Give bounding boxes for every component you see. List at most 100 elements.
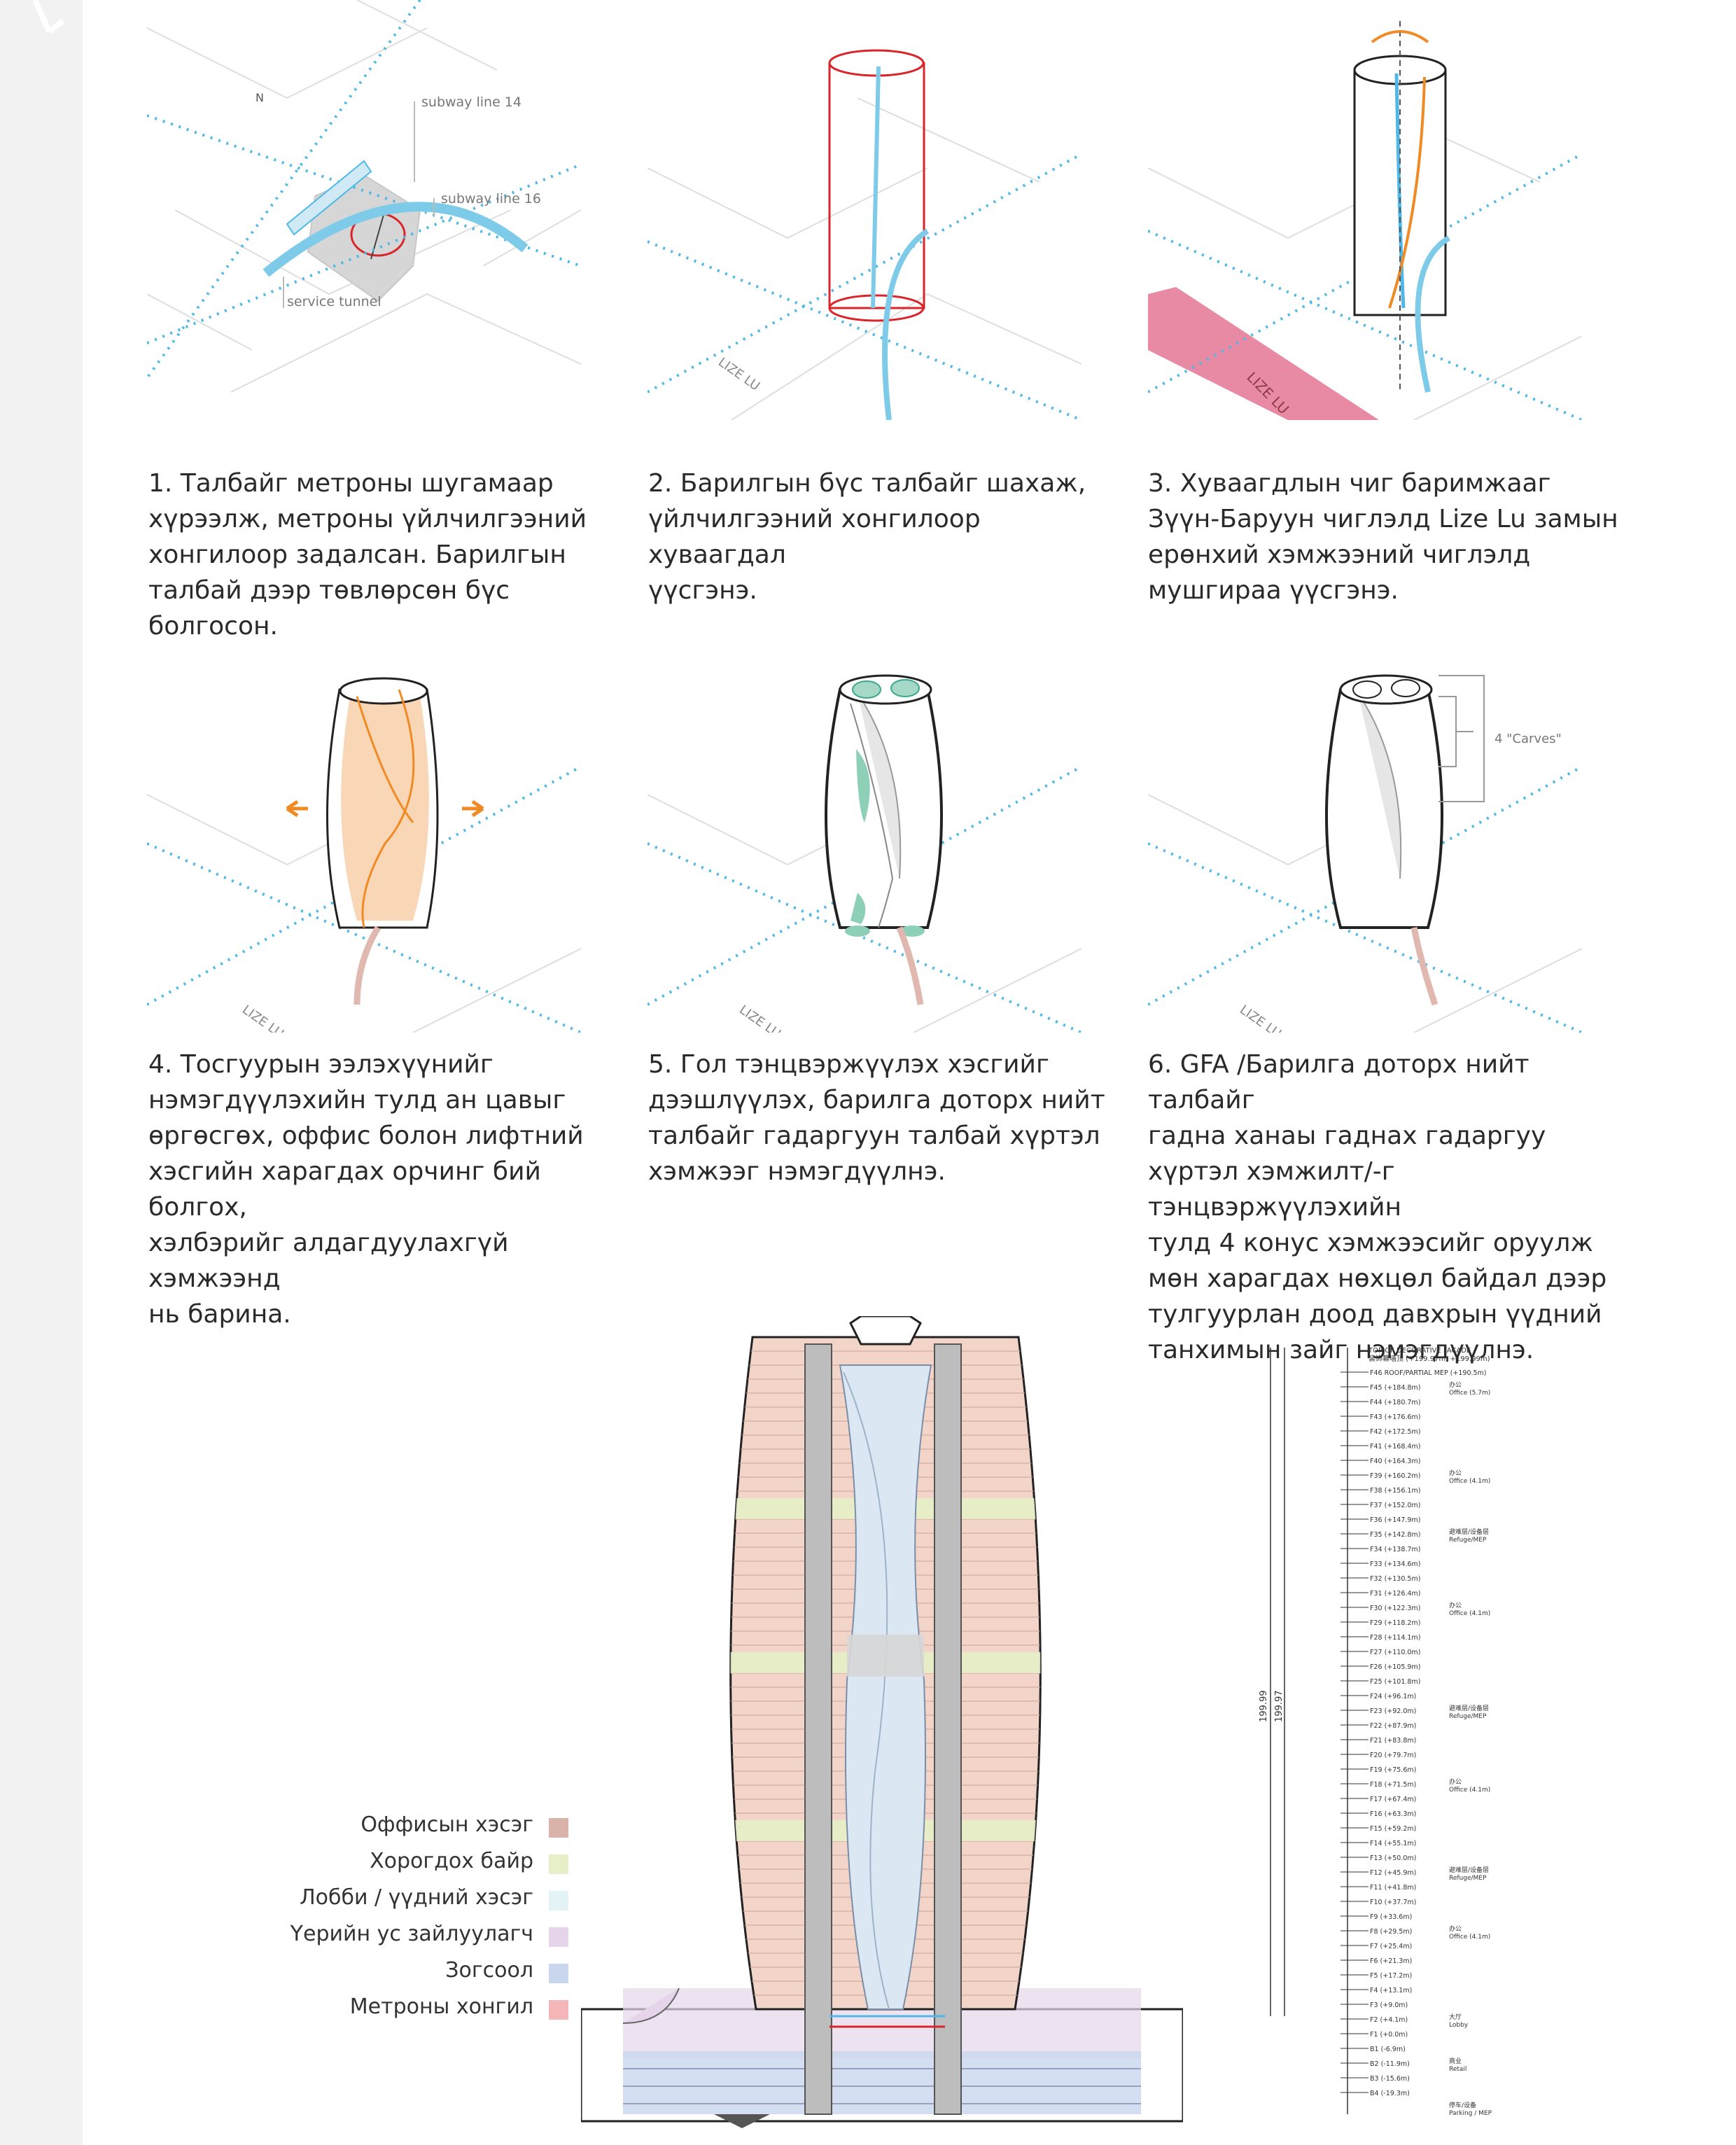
floor-label: F25 (+101.8m) [1370,1678,1420,1686]
legend-item: Зогсоол [308,1955,588,1992]
floor-label: F3 (+9.0m) [1370,2001,1408,2009]
floor-label: F14 (+55.1m) [1370,1840,1416,1847]
top-label: 装饰幕墙顶 (+199.97m, +199.99m) [1368,1354,1490,1363]
zone-label: 办公 [1449,1777,1462,1786]
floor-label: F27 (+110.0m) [1370,1649,1420,1656]
zone-label: Office (5.7m) [1449,1390,1490,1397]
legend-item: Оффисын хэсэг [308,1810,588,1846]
floor-label: F45 (+184.8m) [1370,1384,1420,1392]
diagram-panel-1: N subway line 14 subway line 16 service … [146,0,582,420]
floor-label: F39 (+160.2m) [1370,1472,1420,1480]
legend-item: Метроны хонгил [308,1992,588,2028]
subway14-label: subway line 14 [421,95,522,110]
zone-label: Retail [1449,2066,1466,2073]
caption-5: 5. Гол тэнцвэржүүлэх хэсгийг дээшлүүлэх,… [648,1050,1105,1186]
subway16-label: subway line 16 [441,191,541,207]
legend-swatch [549,1964,568,1983]
carves-label: 4 "Carves" [1494,732,1562,746]
floor-label: F26 (+105.9m) [1370,1663,1420,1671]
floor-label: F16 (+63.3m) [1370,1810,1416,1818]
floor-label: F22 (+87.9m) [1370,1722,1416,1730]
road-label: LIZE LU [715,355,762,394]
caption-2: 2. Барилгын бүс талбайг шахаж, үйлчилгээ… [648,469,1086,605]
legend-swatch [549,1854,568,1874]
floor-label: F12 (+45.9m) [1370,1869,1416,1877]
floor-label: F19 (+75.6m) [1370,1766,1416,1774]
page-margin-bar [0,0,83,2145]
legend-swatch [549,1927,568,1947]
zone-label: 大厅 [1449,2013,1462,2021]
zone-label: Office (4.1m) [1449,1610,1490,1617]
floor-label: F4 (+13.1m) [1370,1987,1412,1994]
floor-label: F11 (+41.8m) [1370,1884,1416,1892]
floor-label: B2 (-11.9m) [1370,2060,1410,2068]
dim-label: 199.97 [1274,1691,1284,1723]
caption-1: 1. Талбайг метроны шугамаар хүрээлж, мет… [148,469,587,641]
floor-label: F44 (+180.7m) [1370,1399,1420,1406]
zone-label: 停车/设备 [1449,2101,1476,2109]
site-metro-diagram: N subway line 14 subway line 16 service … [146,0,582,393]
zone-label: 避难层/设备层 [1449,1866,1489,1874]
north-label: N [255,91,264,104]
level-elevation-list: 199.99 199.97 TOP OF DECORATIVE FACADE 装… [1256,1344,1508,2121]
tunnel-label: service tunnel [287,294,382,309]
diagram-panel-3: LIZE LU [1147,0,1583,421]
floor-label: F10 (+37.7m) [1370,1899,1416,1906]
diagram-panel-2: LIZE LU [647,0,1082,421]
tower-section-drawing [580,1315,1184,2128]
road-label: LIZE LU [239,1002,286,1033]
floor-label: F38 (+156.1m) [1370,1487,1420,1495]
floor-label: F7 (+25.4m) [1370,1943,1412,1950]
legend-swatch [549,2000,568,2020]
caption-4: 4. Тосгуурын ээлэхүүнийг нэмэгдүүлэхийн … [148,1050,584,1329]
floor-label: F40 (+164.3m) [1370,1458,1420,1465]
zone-label: Parking / MEP [1449,2110,1492,2117]
zone-label: 商业 [1449,2057,1462,2065]
zone-label: Refuge/MEP [1449,1537,1487,1544]
legend-swatch [549,1891,568,1910]
zone-label: Office (4.1m) [1449,1934,1490,1941]
legend-item: Лобби / үүдний хэсэг [300,1882,588,1919]
zone-label: 办公 [1449,1601,1462,1609]
floor-label: F30 (+122.3m) [1370,1605,1420,1612]
floor-label: F9 (+33.6m) [1370,1913,1412,1921]
legend-item: Хорогдох байр [308,1846,588,1882]
floor-label: B1 (-6.9m) [1370,2046,1406,2053]
dim-label: 199.99 [1259,1691,1269,1723]
floor-label: F18 (+71.5m) [1370,1781,1416,1789]
floor-label: F33 (+134.6m) [1370,1560,1420,1568]
floor-label: F15 (+59.2m) [1370,1825,1416,1833]
floor-label: F1 (+0.0m) [1370,2031,1408,2039]
floor-label: F46 ROOF/PARTIAL MEP (+190.5m) [1370,1369,1487,1377]
zone-label: Office (4.1m) [1449,1787,1490,1794]
floor-label: F21 (+83.8m) [1370,1737,1416,1745]
road-label: LIZE LU [1237,1002,1284,1033]
zone-label: Refuge/MEP [1449,1713,1487,1720]
zone-label: Lobby [1449,2022,1469,2029]
floor-label: F8 (+29.5m) [1370,1928,1412,1936]
floor-label: B3 (-15.6m) [1370,2075,1410,2083]
zone-label: 办公 [1449,1924,1462,1933]
section-legend: Оффисын хэсэг Хорогдох байр Лобби / үүдн… [290,1810,588,2028]
floor-label: F31 (+126.4m) [1370,1590,1420,1598]
zone-label: 办公 [1449,1469,1462,1477]
floor-label: F28 (+114.1m) [1370,1634,1420,1642]
floor-label: B4 (-19.3m) [1370,2090,1410,2097]
floor-label: F29 (+118.2m) [1370,1619,1420,1627]
floor-label: F32 (+130.5m) [1370,1575,1420,1583]
floor-label: F5 (+17.2m) [1370,1972,1412,1980]
legend-swatch [549,1818,568,1838]
diagram-panel-5: LIZE LU [647,613,1082,1042]
floor-label: F42 (+172.5m) [1370,1428,1420,1436]
caption-6: 6. GFA /Барилга доторх нийт талбайг гадн… [1148,1050,1607,1364]
zone-label: 办公 [1449,1381,1462,1389]
zone-label: 避难层/设备层 [1449,1528,1489,1536]
floor-label: F24 (+96.1m) [1370,1693,1416,1700]
zone-label: 避难层/设备层 [1449,1704,1489,1712]
diagram-panel-4: LIZE LU [146,613,582,1042]
floor-label: F35 (+142.8m) [1370,1531,1420,1539]
zone-label: Office (4.1m) [1449,1478,1490,1485]
floor-label: F34 (+138.7m) [1370,1546,1420,1553]
floor-label: F23 (+92.0m) [1370,1707,1416,1715]
top-label: TOP OF DECORATIVE FACADE [1368,1347,1471,1355]
